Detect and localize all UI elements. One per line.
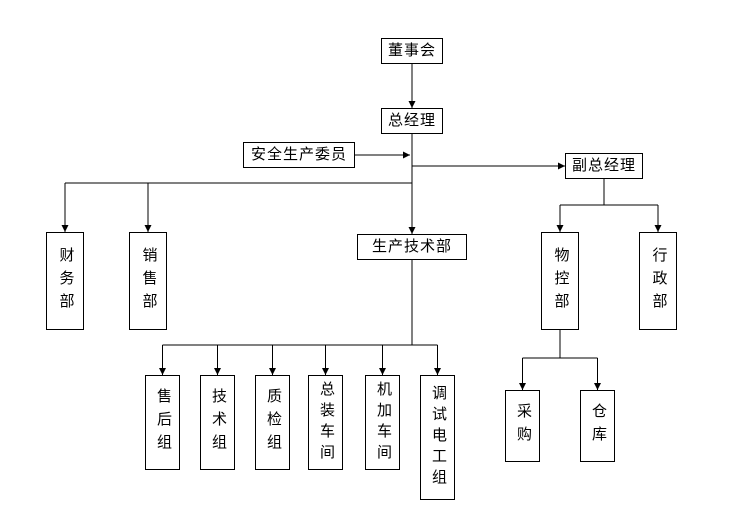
node-general-manager: 总经理: [381, 108, 443, 134]
node-after-sales-group: 售后组: [145, 375, 180, 470]
node-safety-production-committee: 安全生产委员: [243, 142, 355, 168]
node-assembly-workshop: 总装车间: [308, 375, 343, 470]
node-sales-dept: 销售部: [129, 232, 167, 330]
node-production-technology-dept: 生产技术部: [357, 234, 467, 260]
node-board-of-directors: 董事会: [381, 38, 443, 64]
node-finance-dept: 财务部: [46, 232, 84, 330]
node-administration-dept: 行政部: [639, 232, 677, 330]
node-commissioning-electrician-group: 调试电工组: [420, 375, 455, 500]
node-quality-inspection-group: 质检组: [255, 375, 290, 470]
node-deputy-general-manager: 副总经理: [565, 153, 643, 179]
node-purchasing: 采购: [505, 390, 540, 462]
node-technical-group: 技术组: [200, 375, 235, 470]
node-warehouse: 仓库: [580, 390, 615, 462]
node-material-control-dept: 物控部: [541, 232, 579, 330]
node-machining-workshop: 机加车间: [365, 375, 400, 470]
